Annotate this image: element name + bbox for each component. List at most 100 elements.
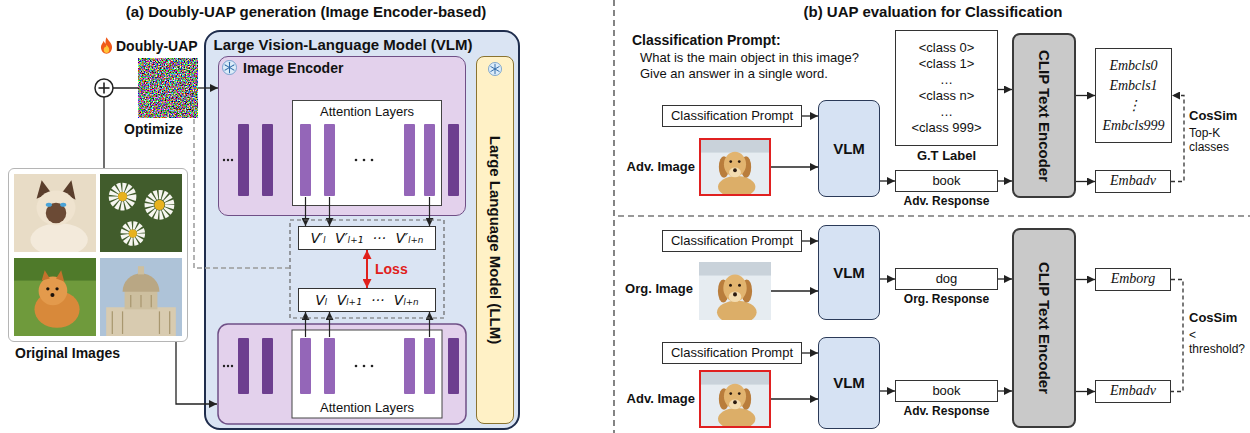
ellipsis-dots	[355, 365, 358, 368]
query-image	[701, 372, 769, 430]
layer-bar	[262, 124, 273, 196]
layer-stack-text: Attention Layers	[320, 400, 414, 416]
panel-title: (a) Doubly-UAP generation (Image Encoder…	[0, 3, 612, 21]
flow-arrow	[802, 115, 818, 116]
layer-stack: Attention Layers	[292, 100, 442, 206]
panel-divider	[618, 215, 1250, 216]
response-box-text: dog	[936, 271, 958, 287]
ellipsis-dots	[371, 159, 374, 162]
add-symbol	[95, 79, 113, 97]
response-box: dogOrg. Response	[895, 268, 998, 290]
response-box-text: book	[932, 173, 960, 189]
flow-arrow	[998, 278, 1012, 279]
input-arrow	[176, 342, 217, 404]
response-caption: Org. Response	[904, 292, 989, 306]
perturbation-image: Doubly-UAPOptimize	[138, 58, 198, 118]
label-list-text: <class 0>	[919, 40, 975, 56]
flow-arrow	[366, 250, 368, 288]
flow-arrow	[880, 390, 895, 391]
label-list-text: …	[940, 104, 953, 120]
flow-arrow	[802, 352, 818, 353]
similarity-link	[1171, 96, 1184, 182]
layer-bar	[300, 124, 311, 196]
embedding-list-text: Embcls999	[1102, 116, 1164, 136]
embedding-box: Embadv	[1095, 170, 1171, 193]
input-image: Org. Image	[699, 262, 771, 320]
feature-arrow	[305, 312, 306, 337]
flow-arrow	[1076, 181, 1095, 182]
layer-bar	[262, 338, 273, 394]
feature-arrow	[429, 197, 430, 226]
layer-stack: Attention Layers	[292, 330, 442, 418]
metric-label: CosSim	[1189, 310, 1248, 326]
frozen-icon	[222, 60, 236, 74]
prompt-text: What is the main object in this image? G…	[640, 50, 888, 81]
add-symbol	[95, 79, 113, 97]
layer-bar	[238, 124, 249, 196]
ellipsis-dots	[371, 365, 374, 368]
sample-image	[14, 174, 182, 336]
encoder-title: Image Encoder	[243, 60, 343, 77]
prompt-box-text: Classification Prompt	[671, 233, 793, 249]
label-list-text: <class n>	[919, 88, 975, 104]
query-image	[699, 262, 771, 324]
flow-arrow	[771, 398, 818, 399]
text-encoder-box: CLIP Text Encoder	[1012, 228, 1076, 428]
flow-arrow	[998, 180, 1012, 181]
response-box-text: book	[932, 383, 960, 399]
flow-arrow	[771, 290, 818, 291]
feature-arrow	[305, 197, 306, 226]
ellipsis-dots	[227, 365, 229, 367]
embedding-list-text: Embcls0	[1109, 56, 1157, 76]
response-caption: Adv. Response	[904, 194, 990, 208]
flow-arrow	[771, 166, 818, 167]
prompt-box: Classification Prompt	[662, 342, 802, 364]
query-image	[701, 140, 769, 198]
layer-bar	[324, 124, 335, 196]
llm-box: Large Language Model (LLM)	[476, 56, 514, 424]
sample-image	[100, 174, 182, 252]
layer-bar	[424, 124, 435, 196]
input-image: Adv. Image	[699, 138, 771, 196]
embedding-box-text: Emborg	[1111, 271, 1156, 288]
flow-arrow	[1076, 391, 1095, 392]
image-label: Adv. Image	[627, 159, 695, 175]
label-list: <class 0><class 1>…<class n>…<class 999>…	[895, 30, 998, 146]
flow-arrow	[998, 390, 1012, 391]
embedding-box: Emborg	[1095, 268, 1171, 291]
embedding-box-text: Embadv	[1110, 383, 1156, 400]
flow-arrow	[104, 88, 138, 168]
model-container: Attention LayersImage EncoderV′ₗ V′ₗ₊₁ ·…	[204, 30, 520, 430]
connector-group	[104, 88, 1184, 399]
prompt-box-text: Classification Prompt	[671, 345, 793, 361]
feature-arrow	[306, 197, 430, 337]
ellipsis-dots	[223, 159, 374, 368]
embedding-box: Embadv	[1095, 380, 1171, 403]
flow-arrow	[880, 278, 895, 279]
response-box: bookAdv. Response	[895, 380, 998, 402]
model-box: VLM	[818, 100, 880, 197]
embedding-list-text: Embcls1	[1109, 76, 1157, 96]
container-title: Large Vision-Language Model (VLM)	[212, 36, 474, 54]
ellipsis-dots	[231, 365, 233, 367]
feature-arrow	[429, 312, 430, 337]
ellipsis-dots	[231, 159, 233, 161]
encoder-box: Attention Layers Image Encoder	[218, 56, 466, 216]
ellipsis-dots	[363, 365, 366, 368]
response-caption: Adv. Response	[904, 404, 990, 418]
list-caption: G.T Label	[917, 148, 976, 164]
response-box: bookAdv. Response	[895, 170, 998, 192]
flow-arrow	[998, 89, 1012, 90]
perturbation-pattern	[101, 37, 198, 118]
similarity-link	[1171, 280, 1183, 392]
flow-arrow	[802, 240, 818, 241]
ellipsis-dots	[227, 159, 229, 161]
sample-image	[100, 258, 182, 336]
embedding-box-text: Embadv	[1110, 173, 1156, 190]
query-image	[699, 140, 771, 430]
flow-arrow	[198, 87, 218, 88]
